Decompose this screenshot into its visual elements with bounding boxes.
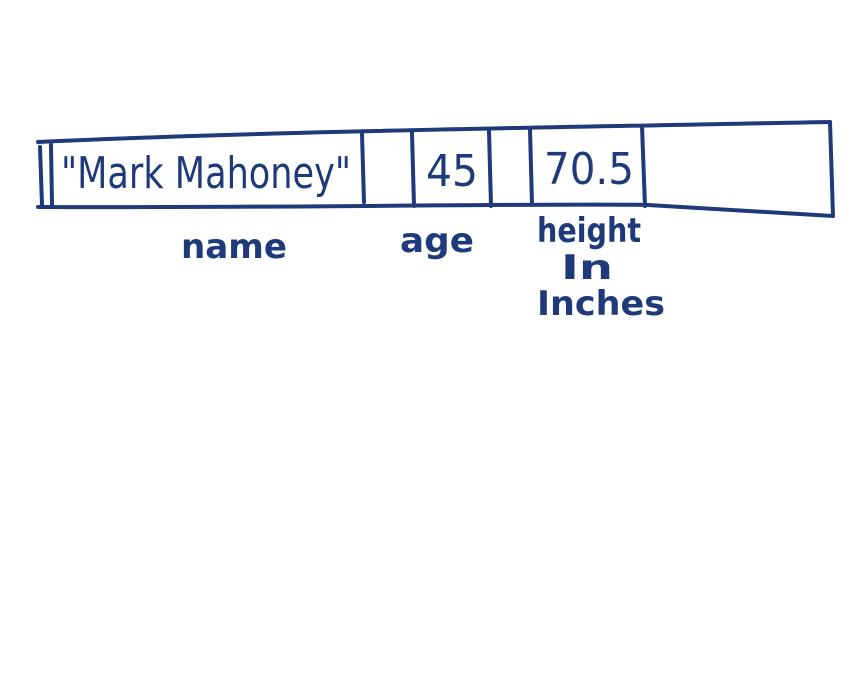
cell-divider-7 (640, 124, 647, 208)
cell-divider-4 (410, 131, 416, 208)
cell-divider-3 (360, 132, 366, 204)
strip-top-edge (36, 120, 832, 144)
height-value-text: 70.5 (544, 144, 634, 195)
memory-strip (36, 120, 835, 218)
name-label: name (181, 227, 287, 267)
height-label-line1: height (537, 211, 641, 251)
age-label: age (400, 221, 474, 261)
cell-divider-5 (487, 129, 493, 208)
name-value-text: "Mark Mahoney" (61, 148, 351, 199)
strip-bottom-edge (36, 202, 835, 218)
height-label-line2: In (561, 248, 613, 288)
height-label-line3: Inches (537, 284, 665, 324)
cell-divider-2 (49, 143, 54, 207)
cell-divider-1 (38, 145, 44, 207)
strip-right-edge (828, 120, 835, 218)
age-value-text: 45 (426, 146, 478, 197)
cell-divider-6 (528, 128, 534, 206)
